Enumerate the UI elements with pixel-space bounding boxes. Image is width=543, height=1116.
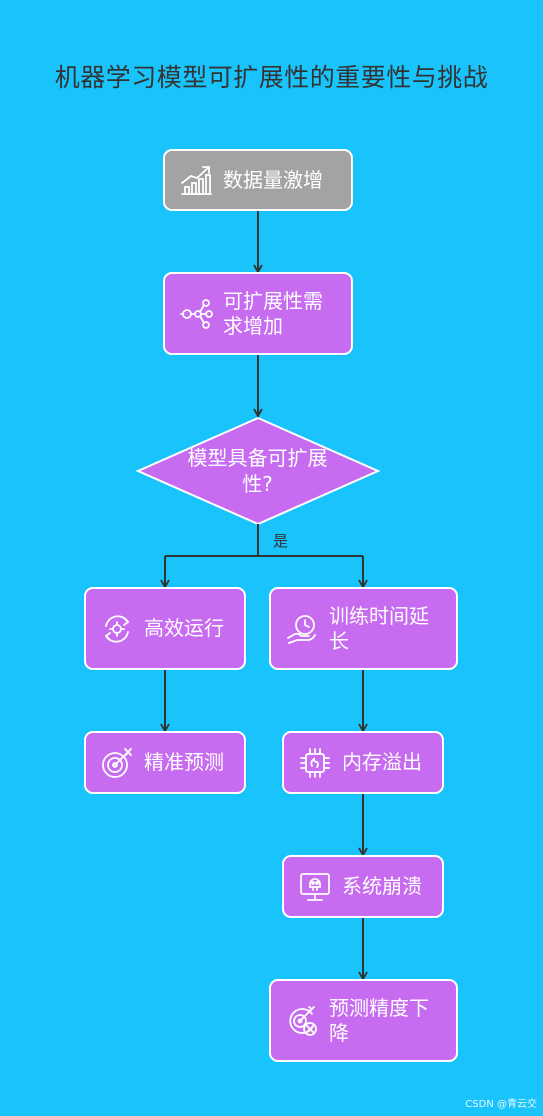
node-efficient: 高效运行 <box>84 587 246 670</box>
watermark: CSDN @青云交 <box>465 1099 537 1110</box>
network-hub-icon <box>180 298 213 329</box>
diagram-title: 机器学习模型可扩展性的重要性与挑战 <box>54 63 489 92</box>
target-x-icon <box>289 1005 317 1036</box>
node-demand-increase: 可扩展性需求增加 <box>163 272 353 355</box>
node-memory-overflow: 内存溢出 <box>282 731 444 794</box>
node-label: 内存溢出 <box>342 750 422 774</box>
target-arrow-icon <box>102 747 132 778</box>
node-accurate: 精准预测 <box>84 731 246 794</box>
node-label: 系统崩溃 <box>342 874 422 898</box>
decision-label: 模型具备可扩展性? <box>187 446 328 496</box>
gear-cycle-icon <box>104 614 130 643</box>
node-label: 高效运行 <box>144 616 224 640</box>
node-label: 数据量激增 <box>223 167 323 192</box>
node-data-surge: 数据量激增 <box>163 149 353 211</box>
edge-label-yes: 是 <box>273 532 289 550</box>
node-label: 训练时间延长 <box>329 603 429 653</box>
monitor-skull-icon <box>300 872 330 901</box>
node-system-crash: 系统崩溃 <box>282 855 444 918</box>
node-label: 预测精度下降 <box>329 995 429 1045</box>
chip-icon <box>300 747 330 778</box>
node-training-time: 训练时间延长 <box>269 587 458 670</box>
node-accuracy-drop: 预测精度下降 <box>269 979 458 1062</box>
chart-growth-icon <box>181 166 212 195</box>
node-label: 精准预测 <box>144 750 224 774</box>
clock-hand-icon <box>287 614 316 644</box>
node-label: 可扩展性需求增加 <box>223 288 323 338</box>
